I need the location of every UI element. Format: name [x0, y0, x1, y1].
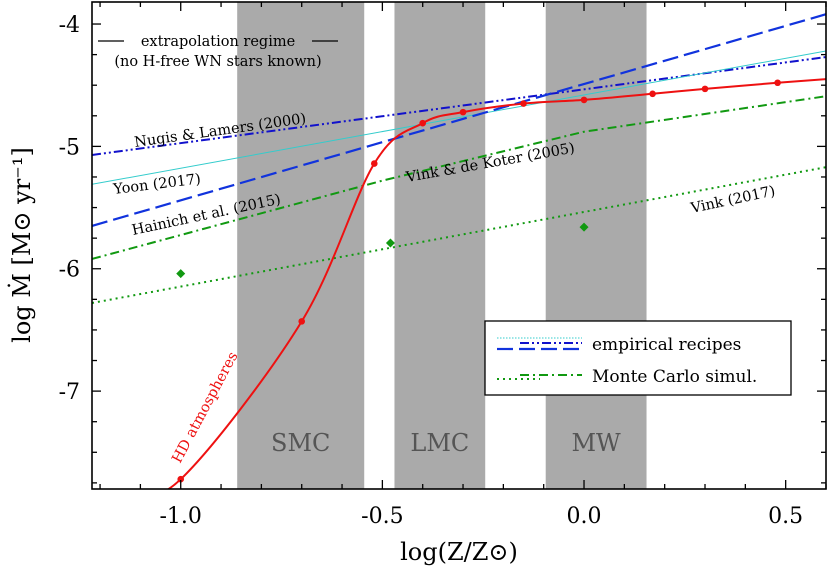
- hd-point: [520, 100, 527, 107]
- region-band-lmc: [394, 2, 486, 489]
- hd-point: [649, 90, 656, 98]
- y-tick-label: -4: [59, 13, 80, 38]
- note-line-1: extrapolation regime: [141, 34, 295, 50]
- label-yoon: Yoon (2017): [112, 171, 202, 198]
- x-axis: -1.0 -0.5 0.0 0.5: [99, 2, 827, 529]
- y-tick-label: -6: [59, 258, 80, 283]
- series-line-hainich-et-al-2015: [92, 13, 826, 227]
- x-tick-label: 0.5: [768, 504, 803, 529]
- label-vink-2017: Vink (2017): [689, 183, 777, 217]
- series-line-yoon-2017: [92, 50, 826, 185]
- hd-point: [298, 318, 306, 325]
- region-band-mw: [545, 2, 647, 489]
- legend-label-monte-carlo: Monte Carlo simul.: [592, 367, 757, 387]
- series-line-vink-de-koter-2005: [92, 95, 826, 260]
- note-line-2: (no H-free WN stars known): [114, 54, 321, 70]
- y-tick-label: -5: [59, 135, 80, 160]
- hd-point: [419, 119, 427, 127]
- region-labels: SMC LMC MW: [271, 429, 621, 457]
- region-label-lmc: LMC: [410, 429, 469, 457]
- extrapolation-note: extrapolation regime (no H-free WN stars…: [98, 34, 338, 70]
- y-axis-title: log Ṁ [M⊙ yr⁻¹]: [7, 147, 36, 343]
- y-tick-label: -7: [59, 380, 80, 405]
- legend-label-empirical: empirical recipes: [592, 335, 741, 355]
- hd-point: [580, 96, 588, 104]
- legend: empirical recipes Monte Carlo simul.: [484, 320, 792, 396]
- region-label-mw: MW: [571, 429, 621, 457]
- x-tick-label: -1.0: [160, 504, 202, 529]
- label-hd-atmospheres: HD atmospheres: [169, 349, 241, 466]
- hd-point: [701, 85, 709, 93]
- hd-point: [774, 79, 781, 87]
- monte-carlo-point: [176, 269, 186, 279]
- x-axis-title: log(Z/Z⊙): [400, 538, 518, 566]
- monte-carlo-point: [385, 238, 395, 248]
- x-tick-label: -0.5: [361, 504, 403, 529]
- x-tick-label: 0.0: [567, 504, 602, 529]
- hd-point: [177, 475, 185, 483]
- series-line-vink-2017: [92, 166, 826, 304]
- shaded-regions: [237, 2, 647, 489]
- y-axis: -7 -6 -5 -4: [59, 13, 826, 484]
- legend-box: [484, 320, 792, 396]
- monte-carlo-point: [579, 222, 589, 232]
- region-label-smc: SMC: [271, 429, 330, 457]
- hd-point: [371, 160, 378, 167]
- marker-layer: [176, 79, 781, 483]
- hd-point: [459, 108, 467, 116]
- region-band-smc: [237, 2, 365, 489]
- plot-frame: [91, 1, 827, 490]
